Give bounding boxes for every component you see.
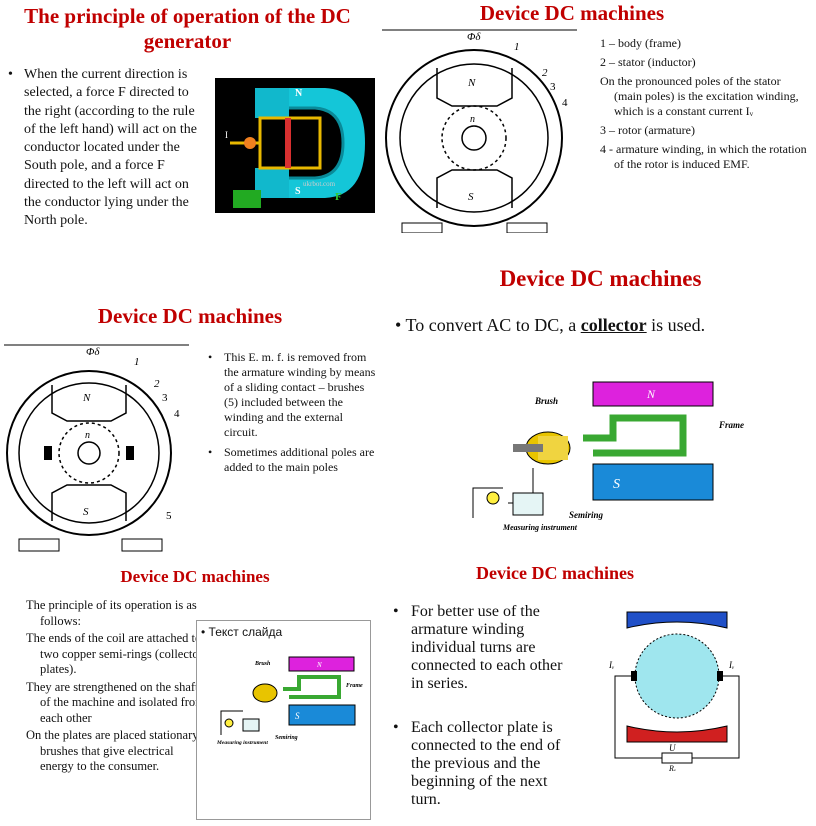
pole-s-label: S bbox=[468, 191, 474, 203]
slide-5: Device DC machines The principle of its … bbox=[0, 556, 385, 826]
rv-label: Rᵥ bbox=[668, 764, 676, 771]
pole-n-label: N bbox=[82, 392, 91, 404]
placeholder-label: • Текст слайда bbox=[201, 625, 283, 639]
slide-1-bullet: When the current direction is selected, … bbox=[8, 66, 206, 231]
bullet-post: is used. bbox=[646, 315, 706, 335]
frame-label: Frame bbox=[718, 420, 744, 430]
slide-6: Device DC machines For better use of the… bbox=[385, 556, 816, 826]
pole-n-label: N bbox=[467, 77, 476, 89]
item-stator: 2 – stator (inductor) bbox=[600, 55, 696, 69]
dc-machine-cross-section: Φδ 1 2 3 4 N S n bbox=[382, 29, 577, 233]
slide-5-text: The principle of its operation is as fol… bbox=[26, 598, 210, 775]
pole-n-label: N bbox=[316, 661, 322, 669]
pole-s-label: S bbox=[613, 477, 620, 492]
slide-4: Device DC machines • To convert AC to DC… bbox=[385, 260, 816, 550]
para-brushes: On the plates are placed stationary brus… bbox=[26, 728, 199, 773]
rotation-label: n bbox=[470, 114, 475, 125]
callout-1: 1 bbox=[134, 356, 140, 368]
slide-6-bullets: For better use of the armature winding i… bbox=[393, 603, 573, 809]
bullet-pre: To convert AC to DC, a bbox=[405, 315, 581, 335]
iv-right-label: Iᵥ bbox=[728, 660, 735, 670]
generator-principle-figure: N S F I ukrbot.com bbox=[215, 78, 375, 213]
u-label: U bbox=[669, 743, 676, 753]
slide-4-title: Device DC machines bbox=[499, 266, 702, 291]
callout-2: 2 bbox=[542, 67, 548, 79]
item-rotor: 3 – rotor (armature) bbox=[600, 123, 695, 137]
iv-left-label: Iᵥ bbox=[608, 660, 615, 670]
para-strengthened: They are strengthened on the shaft of th… bbox=[26, 679, 205, 725]
force-f-label: F bbox=[335, 191, 342, 203]
para-semi-rings: The ends of the coil are attached to two… bbox=[26, 631, 203, 676]
pole-n-label: N bbox=[646, 387, 656, 401]
collector-keyword: collector bbox=[580, 315, 647, 335]
callout-3: 3 bbox=[162, 392, 168, 404]
item-poles: On the pronounced poles of the stator (m… bbox=[600, 74, 799, 118]
slide-2: Device DC machines Φδ 1 2 3 4 N S n 1 – … bbox=[382, 0, 816, 250]
collector-figure-small: N S Brush Frame Semiring Measuring instr… bbox=[216, 656, 363, 746]
slide-1-title: The principle of operation of the DC gen… bbox=[24, 4, 351, 53]
watermark: ukrbot.com bbox=[303, 180, 336, 188]
slide-1: The principle of operation of the DC gen… bbox=[0, 0, 380, 250]
slide-6-title: Device DC machines bbox=[476, 563, 634, 583]
rotation-label: n bbox=[85, 430, 90, 441]
slide-3-bullets: This E. m. f. is removed from the armatu… bbox=[208, 350, 376, 475]
semiring-label: Semiring bbox=[569, 510, 604, 520]
measuring-label: Measuring instrument bbox=[216, 740, 268, 746]
brush-label: Brush bbox=[254, 661, 271, 667]
pole-s-label: S bbox=[295, 711, 300, 721]
slide-3: Device DC machines Φδ 1 2 3 4 5 N S n Th… bbox=[0, 296, 385, 556]
text-placeholder-box[interactable]: • Текст слайда N S Brush Frame Semiring … bbox=[196, 620, 371, 820]
brushes-bullet: This E. m. f. is removed from the armatu… bbox=[208, 350, 376, 440]
series-bullet: For better use of the armature winding i… bbox=[393, 603, 573, 693]
current-i-label: I bbox=[225, 130, 228, 140]
pole-n-label: N bbox=[295, 88, 303, 99]
phi-label: Φδ bbox=[86, 346, 100, 358]
callout-4: 4 bbox=[174, 408, 180, 420]
additional-poles-bullet: Sometimes additional poles are added to … bbox=[208, 445, 376, 475]
semiring-label: Semiring bbox=[275, 735, 298, 741]
callout-5: 5 bbox=[166, 510, 172, 522]
measuring-label: Measuring instrument bbox=[502, 523, 578, 532]
callout-2: 2 bbox=[154, 378, 160, 390]
callout-1: 1 bbox=[514, 41, 520, 53]
pole-s-label: S bbox=[295, 186, 301, 197]
phi-label: Φδ bbox=[467, 31, 481, 43]
bullet-dot: • bbox=[395, 315, 406, 335]
armature-winding-figure: Iᵥ Iᵥ U Rᵥ bbox=[608, 611, 740, 771]
slide-3-title: Device DC machines bbox=[97, 304, 283, 328]
para-principle: The principle of its operation is as fol… bbox=[26, 598, 197, 628]
brush-label: Brush bbox=[534, 396, 558, 406]
pole-s-label: S bbox=[83, 506, 89, 518]
slide-1-bullets: When the current direction is selected, … bbox=[8, 66, 206, 231]
collector-plate-bullet: Each collector plate is connected to the… bbox=[393, 719, 573, 809]
frame-label: Frame bbox=[346, 683, 363, 689]
slide-5-title: Device DC machines bbox=[120, 567, 270, 586]
callout-4: 4 bbox=[562, 97, 568, 109]
collector-figure: N S Brush Frame Semiring Measuring instr… bbox=[472, 381, 744, 532]
dc-machine-brushes-figure: Φδ 1 2 3 4 5 N S n bbox=[4, 344, 189, 552]
item-armature-winding: 4 - armature winding, in which the rotat… bbox=[600, 142, 807, 171]
callout-3: 3 bbox=[550, 81, 556, 93]
slide-4-bullet: • To convert AC to DC, a collector is us… bbox=[395, 314, 815, 336]
item-body: 1 – body (frame) bbox=[600, 36, 681, 50]
slide-2-title: Device DC machines bbox=[479, 1, 665, 25]
slide-2-list: 1 – body (frame) 2 – stator (inductor) O… bbox=[600, 36, 810, 172]
